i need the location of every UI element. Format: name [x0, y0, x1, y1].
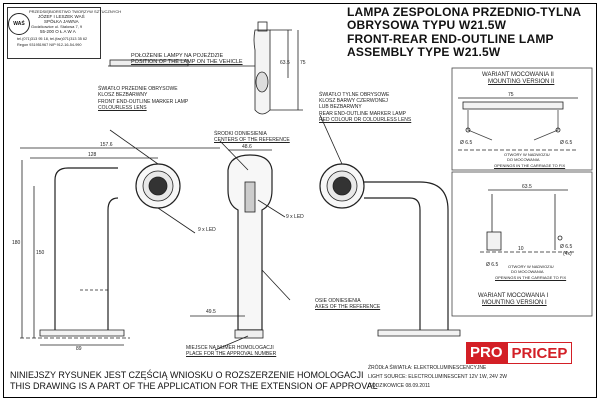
centers-label-pl: ŚRODKI ODNIESIENIA	[214, 131, 267, 137]
middle-lamp-body	[227, 154, 273, 331]
dim-hole-d: Ø 6.5	[486, 262, 499, 268]
homologation-label-en: PLACE FOR THE APPROVAL NUMBER	[186, 351, 277, 357]
variant-2-pl: WARIANT MOCOWANIA II	[482, 72, 554, 78]
rear-lamp-en-2: RED COLOUR OR COLOURLESS LENS	[319, 117, 412, 123]
place-date: GODZIKOWICE 08.09.2011	[368, 383, 431, 389]
hole2-note-pl-1: OTWORY W NADWOZIU	[508, 264, 554, 269]
dim-63-5-side: 63.5	[280, 60, 290, 66]
front-lamp-en-1: FRONT END-OUTLINE MARKER LAMP	[98, 99, 189, 105]
rear-lamp-pl-3: LUB BEZBARWNY	[319, 104, 362, 110]
front-lamp-pl-2: KLOSZ BEZBARWNY	[98, 92, 148, 98]
title-pl-2: OBRYSOWA TYPU W21.5W	[347, 18, 507, 32]
dim-hole-b: Ø 6.5	[560, 140, 573, 146]
brand-pro: PRO	[466, 342, 507, 364]
dim-4x: (4x)	[563, 251, 572, 257]
brand-pricep: PRICEP	[506, 342, 573, 364]
title-en-1: FRONT-REAR END-OUTLINE LAMP	[347, 32, 554, 46]
position-label-en: POSITION OF THE LAMP ON THE VEHICLE	[131, 59, 243, 65]
dim-48-6: 48.6	[242, 144, 252, 150]
drawing-frame	[3, 3, 597, 398]
axes-label-pl: OSIE ODNIESIENIA	[315, 298, 361, 304]
rear-lamp-en-1: REAR END-OUTLINE MARKER LAMP	[319, 111, 406, 117]
manufacturer-line3: SPÓŁKA JAWNA	[44, 19, 79, 24]
dim-hole-c: Ø 6.5	[560, 244, 573, 250]
dim-75-side: 75	[300, 60, 306, 66]
led-label-left: 9 x LED	[198, 227, 216, 233]
manufacturer-logo-text: WAŚ	[13, 21, 25, 27]
manufacturer-line5: 55-200 O Ł A W A	[40, 29, 76, 34]
dim-hole-a: Ø 6.5	[460, 140, 473, 146]
dim-157-6: 157.6	[100, 142, 113, 148]
manufacturer-logo: WAŚ	[8, 13, 30, 35]
dim-49-5: 49.5	[206, 309, 216, 315]
footer-note-pl: NINIEJSZY RYSUNEK JEST CZĘŚCIĄ WNIOSKU O…	[10, 370, 364, 380]
dim-63-5: 63.5	[522, 184, 532, 190]
title-en-2: ASSEMBLY TYPE W21.5W	[347, 45, 501, 59]
hole2-note-pl-2: DO MOCOWANIA	[511, 269, 544, 274]
centers-label-en: CENTERS OF THE REFERENCE	[214, 137, 290, 143]
manufacturer-line7: Regon 931951967 NIP 912-16-54-990	[17, 43, 82, 47]
axes-label-en: AXES OF THE REFERENCE	[315, 304, 381, 310]
manufacturer-line4: Godzikowice ul. Stalowa 7, 9	[31, 24, 83, 29]
dim-150: 150	[36, 250, 45, 256]
hole2-note-en: OPENINGS IN THE CARRIAGE TO FIX	[495, 275, 567, 280]
dim-75: 75	[508, 92, 514, 98]
dim-89: 89	[76, 346, 82, 352]
light-source-pl: ŹRÓDŁA ŚWIATŁA: ELEKTROLUMINESCENCYJNE	[368, 365, 487, 371]
title-pl-1: LAMPA ZESPOLONA PRZEDNIO-TYLNA	[347, 5, 582, 19]
hole-note-en: OPENINGS IN THE CARRIAGE TO FIX	[494, 163, 566, 168]
variant-1-pl: WARIANT MOCOWANIA I	[478, 293, 549, 299]
rear-lamp-pl-1: ŚWIATŁO TYLNE OBRYSOWE	[319, 92, 390, 98]
manufacturer-line2: JÓZEF I LESZEK WAŚ	[38, 14, 85, 19]
hole-note-pl-1: OTWORY W NADWOZIU	[504, 152, 550, 157]
dim-10: 10	[518, 246, 524, 252]
variant-1-en: MOUNTING VERSION I	[482, 300, 547, 306]
hole-note-pl-2: DO MOCOWANIA	[507, 157, 540, 162]
rear-lamp-pl-2: KLOSZ BARWY CZERWONEJ	[319, 98, 388, 104]
footer-note-en: THIS DRAWING IS A PART OF THE APPLICATIO…	[10, 381, 378, 391]
homologation-label-pl: MIEJSCE NA NUMER HOMOLOGACJI	[186, 345, 274, 351]
manufacturer-line6: tel.(071)313 95 18, tel.(fax)071)313 35 …	[17, 37, 88, 41]
dim-180: 180	[12, 240, 21, 246]
front-lamp-pl-1: ŚWIATŁO PRZEDNIE OBRYSOWE	[98, 86, 178, 92]
manufacturer-box	[7, 7, 101, 59]
position-label-pl: POŁOŻENIE LAMPY NA POJEŹDZIE	[131, 53, 224, 59]
led-label-right: 9 x LED	[286, 214, 304, 220]
dim-128: 128	[88, 152, 97, 158]
pro-pricep-logo[interactable]: PRO PRICEP	[466, 342, 596, 364]
variant-2-en: MOUNTING VERSION II	[488, 79, 555, 85]
manufacturer-line1: PRZEDSIĘBIORSTWO TWORZYW SZTUCZNYCH	[29, 9, 122, 14]
front-lamp-en-2: COLOURLESS LENS	[98, 105, 147, 111]
light-source-en: LIGHT SOURCE: ELECTROLUMINESCENT 12V 1W,…	[368, 374, 508, 380]
